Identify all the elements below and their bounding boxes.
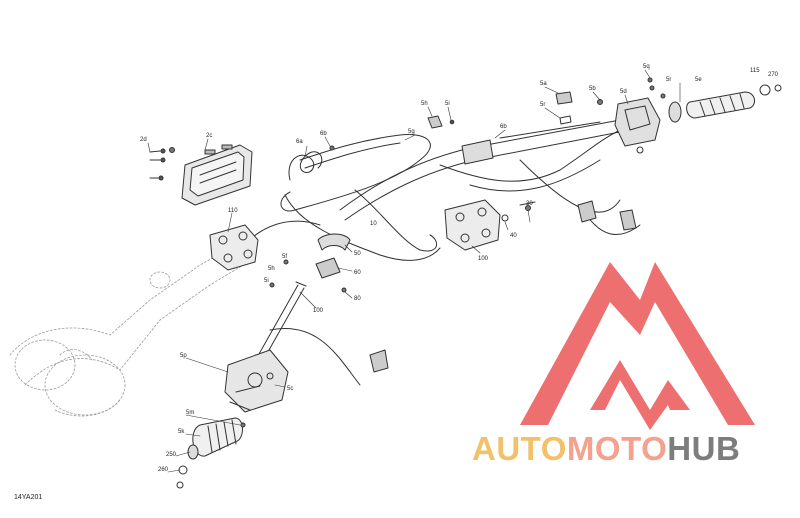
drawing-id: 14YA201 xyxy=(14,494,43,501)
callout-50: 50 xyxy=(354,251,361,257)
callout-6b-tube: 6b xyxy=(500,124,507,130)
callout-5a: 5a xyxy=(540,81,547,87)
callout-5o: 5p xyxy=(180,353,187,359)
cluster-screws xyxy=(149,147,175,181)
callout-5m: 5m xyxy=(186,410,194,416)
callout-5q: 5r xyxy=(666,77,671,83)
handlebar-clamp-110 xyxy=(444,199,536,251)
watermark-hub: HUB xyxy=(667,430,741,467)
watermark-triangle-logo xyxy=(520,262,755,430)
callout-80: 80 xyxy=(354,296,361,302)
callout-100: 100 xyxy=(313,308,324,314)
callout-leader-lines xyxy=(147,69,681,473)
callout-6b: 6b xyxy=(320,131,327,137)
callout-115: 110 xyxy=(228,208,238,214)
steering-linkage-outline xyxy=(9,239,256,417)
callout-5p: 5q xyxy=(643,64,650,70)
harness-connectors xyxy=(369,200,637,373)
watermark-auto: AUTO xyxy=(472,430,567,467)
small-hardware-parts xyxy=(329,77,666,151)
callout-5i: 5i xyxy=(445,101,450,107)
left-switch-housing xyxy=(224,349,289,413)
callout-5r: 5r xyxy=(540,102,545,108)
callout-5h-left: 5h xyxy=(268,266,275,272)
callout-5c: 5c xyxy=(287,386,293,392)
callout-5i-left: 5i xyxy=(264,278,269,284)
callout-2c: 2c xyxy=(206,133,212,139)
callout-5f: 5f xyxy=(282,254,287,260)
callout-10: 10 xyxy=(370,221,377,227)
instrument-cluster xyxy=(181,144,253,206)
handlebar-clamp-115 xyxy=(209,224,259,271)
callout-5b: 5b xyxy=(589,86,596,92)
callout-5e: 5e xyxy=(695,77,702,83)
callout-260: 250 xyxy=(166,452,177,458)
callout-250: 115 xyxy=(750,68,760,74)
callout-270-right: 270 xyxy=(768,72,779,78)
clamp-halves xyxy=(269,233,351,293)
callout-270-left: 260 xyxy=(158,467,169,473)
left-grip xyxy=(176,417,246,489)
callout-40: 40 xyxy=(510,233,517,239)
right-switch-housing xyxy=(614,97,661,154)
watermark-wordmark: AUTOMOTOHUB xyxy=(472,432,740,465)
callout-5h: 5h xyxy=(421,101,428,107)
callout-labels: 2c 2d 6a 6b 5g 5h 5i 6b 5a 5r 5b 5d 5q 5… xyxy=(140,64,779,473)
callout-2d: 2d xyxy=(140,137,147,143)
spring-clip xyxy=(288,151,323,181)
callout-6a: 6a xyxy=(296,139,303,145)
callout-5k: 5k xyxy=(178,429,185,435)
callout-110: 100 xyxy=(478,256,489,262)
callout-30: 30 xyxy=(526,201,533,207)
callout-5d: 5d xyxy=(620,89,627,95)
right-grip xyxy=(668,84,782,123)
callout-5g: 5g xyxy=(408,129,415,135)
callout-60: 60 xyxy=(354,270,361,276)
watermark-moto: MOTO xyxy=(566,430,668,467)
